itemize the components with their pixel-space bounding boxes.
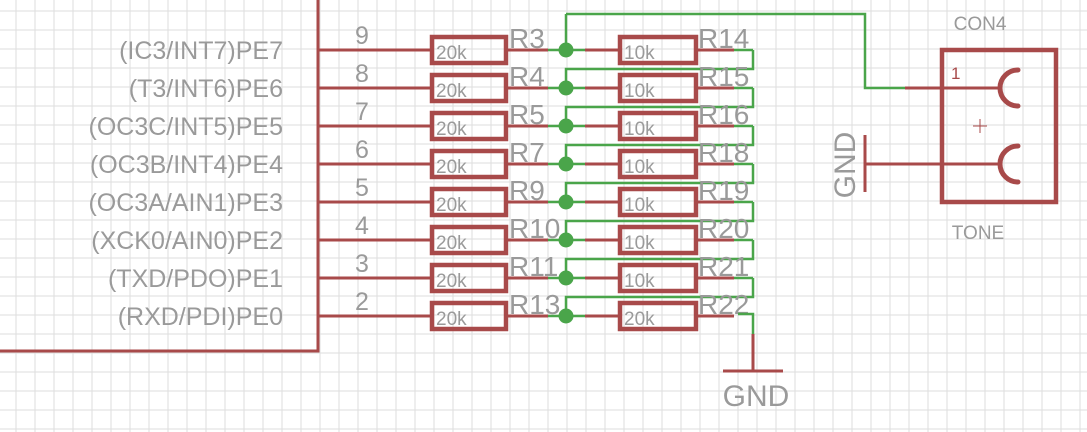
gnd-net (738, 312, 755, 334)
resistor-value: 10k (624, 157, 655, 178)
ladder-net (564, 278, 755, 316)
junction-dot (558, 308, 574, 324)
junction-dot (558, 156, 574, 172)
pin-label: (TXD/PDO)PE1 (108, 265, 283, 293)
origin-cross-icon (973, 119, 987, 133)
mcu-outline (0, 0, 320, 353)
pin-number: 6 (355, 136, 369, 164)
resistor-value: 10k (624, 81, 655, 102)
connector-con4: CON4 1 GND TONE (829, 14, 1059, 244)
pin-number: 3 (355, 250, 369, 278)
gnd-label-connector: GND (829, 132, 862, 199)
output-net (566, 12, 905, 90)
pin-number: 4 (355, 212, 369, 240)
junction-dot (558, 232, 574, 248)
pin-label: (XCK0/AIN0)PE2 (91, 227, 283, 255)
resistor-value: 20k (436, 195, 467, 216)
pin-label: (RXD/PDI)PE0 (118, 303, 283, 331)
pin-number: 2 (355, 288, 369, 316)
connector-value: TONE (952, 223, 1004, 244)
pin-number: 8 (355, 60, 369, 88)
resistor-value: 20k (436, 309, 467, 330)
jack-contact-2-icon (997, 143, 1021, 185)
pin-label: (T3/INT6)PE6 (129, 75, 283, 103)
mcu-symbol (0, 0, 320, 353)
resistor-value: 10k (624, 271, 655, 292)
pin-label: (IC3/INT7)PE7 (119, 37, 283, 65)
pin-number: 7 (355, 98, 369, 126)
junction-dot (558, 80, 574, 96)
resistor-value: 20k (436, 157, 467, 178)
junction-dot (558, 194, 574, 210)
ladder-net (564, 88, 755, 126)
resistor-value: 20k (436, 81, 467, 102)
resistor-value: 10k (624, 233, 655, 254)
ladder-net (564, 164, 755, 202)
connector-body (939, 47, 1059, 205)
ladder-net (564, 202, 755, 240)
pin-label: (OC3B/INT4)PE4 (90, 151, 283, 179)
resistor-value: 20k (436, 233, 467, 254)
pin-number: 5 (355, 174, 369, 202)
ladder-net (564, 50, 755, 88)
gnd-label-bottom: GND (723, 380, 790, 413)
resistor-value: 20k (436, 271, 467, 292)
resistor-value: 10k (624, 43, 655, 64)
resistor-value: 10k (624, 119, 655, 140)
ground-symbol-bottom: GND (723, 312, 790, 413)
junction-dot (558, 118, 574, 134)
ladder-net (564, 240, 755, 278)
connector-pin1-label: 1 (951, 64, 960, 83)
pin-label: (OC3C/INT5)PE5 (89, 113, 283, 141)
pin-label: (OC3A/AIN1)PE3 (88, 189, 283, 217)
resistor-value: 20k (624, 309, 655, 330)
resistor-value: 20k (436, 43, 467, 64)
pin-number: 9 (355, 22, 369, 50)
resistor-value: 20k (436, 119, 467, 140)
ladder-net (564, 126, 755, 164)
junction-dot (558, 270, 574, 286)
resistor-value: 10k (624, 195, 655, 216)
jack-contact-1-icon (997, 67, 1021, 109)
connector-name: CON4 (954, 14, 1007, 35)
